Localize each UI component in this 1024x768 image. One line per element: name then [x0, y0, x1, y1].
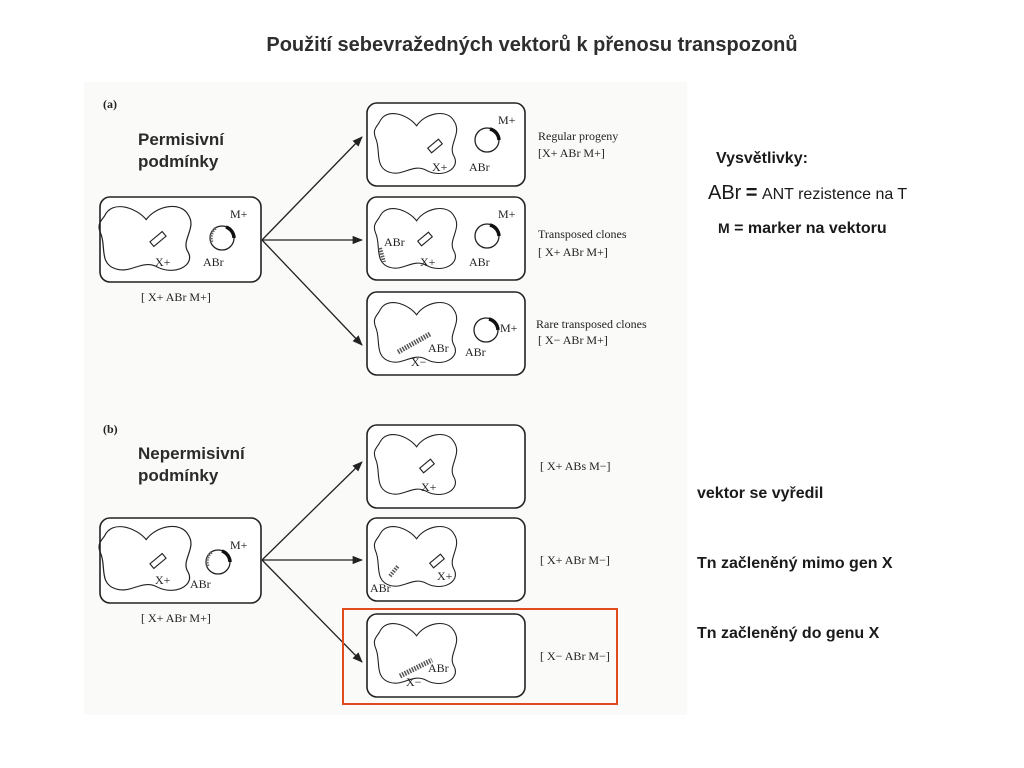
- panel-a-heading-line2: podmínky: [138, 152, 219, 171]
- panel-a-start-cell: X+ ABr M+: [98, 196, 262, 283]
- result-rare-label: Rare transposed clones: [536, 317, 647, 331]
- legend-abr-symbol: ABr: [708, 182, 742, 204]
- arrow-to-inside: [261, 559, 363, 663]
- result-rare-genotype: [ X− ABr M+]: [538, 333, 608, 347]
- legend-abr-equals: =: [745, 182, 758, 204]
- svg-text:ABr: ABr: [465, 345, 486, 359]
- result-diluted-genotype: [ X+ ABs M−]: [540, 459, 611, 473]
- note-diluted: vektor se vyředil: [697, 485, 824, 502]
- svg-text:M+: M+: [500, 321, 518, 335]
- svg-text:X+: X+: [432, 160, 448, 174]
- svg-text:X−: X−: [411, 355, 427, 369]
- panel-a-heading-line1: Permisivní: [138, 130, 225, 149]
- svg-text:ABr: ABr: [190, 577, 211, 591]
- result-cell-diluted: X+: [366, 424, 526, 509]
- result-cell-outside: ABr X+: [366, 517, 526, 602]
- panel-a-label: (a): [103, 97, 117, 111]
- plasmid-icon: [209, 225, 236, 251]
- arrow-to-diluted: [261, 461, 363, 561]
- legend-m-text: = marker na vektoru: [734, 220, 887, 237]
- legend-title: Vysvětlivky:: [716, 150, 808, 167]
- panel-b-heading-line1: Nepermisivní: [138, 444, 246, 463]
- label-m-plus: M+: [230, 207, 248, 221]
- arrow-to-regular: [261, 136, 363, 241]
- label-ab-r: ABr: [203, 255, 224, 269]
- panel-b-label: (b): [103, 422, 118, 436]
- svg-text:ABr: ABr: [370, 581, 391, 595]
- svg-text:X−: X−: [406, 675, 422, 689]
- svg-text:X+: X+: [420, 255, 436, 269]
- svg-text:ABr: ABr: [428, 341, 449, 355]
- label-x-plus: X+: [155, 255, 171, 269]
- gene-x-box: [149, 230, 167, 248]
- result-cell-transposed: ABr X+ ABr M+: [366, 196, 526, 281]
- note-inside-gene: Tn začleněný do genu X: [697, 625, 880, 642]
- legend-m-symbol: M: [718, 220, 730, 236]
- panel-b-start-cell: X+ ABr M+: [98, 517, 262, 604]
- result-inside-genotype: [ X− ABr M−]: [540, 649, 610, 663]
- legend-m-row: M = marker na vektoru: [718, 220, 887, 238]
- result-transposed-label: Transposed clones: [538, 227, 627, 241]
- legend-abr-text: ANT rezistence na T: [761, 186, 908, 203]
- note-outside-gene: Tn začleněný mimo gen X: [697, 555, 893, 572]
- svg-text:ABr: ABr: [384, 235, 405, 249]
- svg-text:M+: M+: [230, 538, 248, 552]
- svg-text:X+: X+: [437, 569, 453, 583]
- highlight-box: [342, 608, 618, 705]
- svg-text:ABr: ABr: [469, 255, 490, 269]
- result-cell-regular: X+ ABr M+: [366, 102, 526, 187]
- arrow-to-rare: [261, 239, 363, 346]
- result-cell-rare: ABr X− ABr M+: [366, 291, 526, 376]
- svg-text:X+: X+: [421, 480, 437, 494]
- result-cell-inside: ABr X−: [366, 613, 526, 698]
- result-regular-label: Regular progeny: [538, 129, 618, 143]
- result-outside-genotype: [ X+ ABr M−]: [540, 553, 610, 567]
- svg-text:M+: M+: [498, 207, 516, 221]
- result-transposed-genotype: [ X+ ABr M+]: [538, 245, 608, 259]
- panel-b-heading-line2: podmínky: [138, 466, 219, 485]
- panel-a-start-genotype: [ X+ ABr M+]: [141, 290, 211, 304]
- legend-abr-row: ABr = ANT rezistence na T: [708, 182, 907, 205]
- svg-text:ABr: ABr: [469, 160, 490, 174]
- svg-text:X+: X+: [155, 573, 171, 587]
- svg-text:ABr: ABr: [428, 661, 449, 675]
- slide-title: Použití sebevražedných vektorů k přenosu…: [266, 34, 798, 56]
- svg-text:M+: M+: [498, 113, 516, 127]
- panel-b-start-genotype: [ X+ ABr M+]: [141, 611, 211, 625]
- result-regular-genotype: [X+ ABr M+]: [538, 146, 605, 160]
